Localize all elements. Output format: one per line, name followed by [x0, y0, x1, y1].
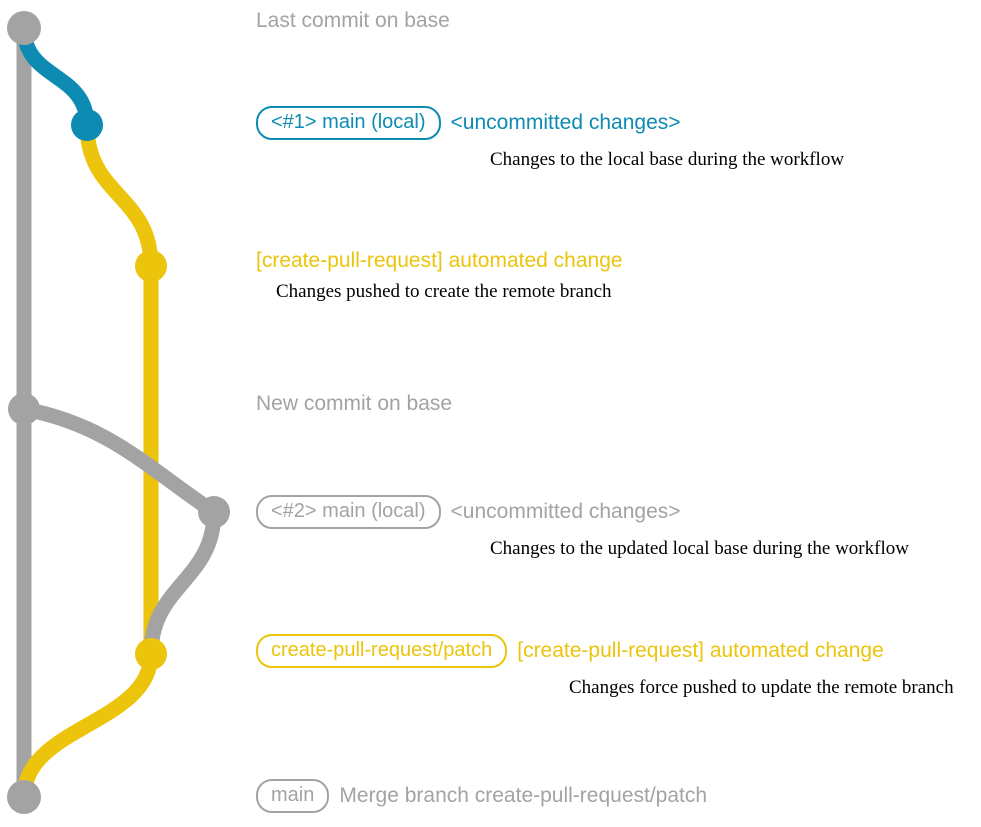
- ref-badge-main-local-2[interactable]: <#2> main (local): [256, 495, 441, 529]
- commit-row-automated-2: create-pull-request/patch [create-pull-r…: [256, 634, 954, 699]
- commit-row-local-1: <#1> main (local) <uncommitted changes> …: [256, 106, 844, 171]
- commit-node-local-2[interactable]: [198, 496, 230, 528]
- commit-header: <#1> main (local) <uncommitted changes>: [256, 106, 844, 140]
- ref-badge-create-pull-request-patch[interactable]: create-pull-request/patch: [256, 634, 508, 668]
- commit-row-merge: main Merge branch create-pull-request/pa…: [256, 779, 707, 813]
- commit-subject: <uncommitted changes>: [450, 110, 681, 134]
- edge-patch2-to-merge: [16, 646, 159, 805]
- commit-header: main Merge branch create-pull-request/pa…: [256, 779, 707, 813]
- commit-subject: Merge branch create-pull-request/patch: [339, 783, 708, 807]
- commit-row-automated-1: [create-pull-request] automated change C…: [256, 249, 623, 303]
- commit-description: Changes force pushed to update the remot…: [569, 677, 954, 698]
- commit-subject: <uncommitted changes>: [450, 499, 681, 523]
- commit-node-merge[interactable]: [7, 780, 41, 814]
- git-commit-graph: [7, 11, 230, 814]
- commit-header: <#2> main (local) <uncommitted changes>: [256, 495, 909, 529]
- commit-subject: [create-pull-request] automated change: [256, 249, 623, 272]
- edge-local1-to-patch1: [79, 117, 159, 274]
- commit-description: Changes to the local base during the wor…: [490, 149, 845, 170]
- commit-node-last-base[interactable]: [7, 11, 41, 45]
- commit-header: [create-pull-request] automated change: [256, 249, 623, 272]
- commit-header: create-pull-request/patch [create-pull-r…: [256, 634, 954, 668]
- commit-subject: New commit on base: [256, 392, 453, 415]
- commit-node-automated-1[interactable]: [135, 250, 167, 282]
- commit-description: Changes to the updated local base during…: [490, 538, 909, 559]
- commit-header: New commit on base: [256, 392, 453, 415]
- ref-badge-main[interactable]: main: [256, 779, 330, 813]
- commit-subject: Last commit on base: [256, 9, 450, 32]
- commit-node-new-base[interactable]: [8, 393, 40, 425]
- commit-row-last-base: Last commit on base: [256, 9, 450, 32]
- commit-row-local-2: <#2> main (local) <uncommitted changes> …: [256, 495, 909, 560]
- ref-badge-main-local-1[interactable]: <#1> main (local): [256, 106, 441, 140]
- edge-local2-to-patch2: [143, 504, 222, 662]
- edge-newbase-to-local2: [16, 401, 222, 520]
- commit-header: Last commit on base: [256, 9, 450, 32]
- commit-node-automated-2[interactable]: [135, 638, 167, 670]
- commit-subject: [create-pull-request] automated change: [517, 638, 884, 662]
- commit-node-local-1[interactable]: [71, 109, 103, 141]
- commit-row-new-base: New commit on base: [256, 392, 453, 415]
- commit-description: Changes pushed to create the remote bran…: [276, 281, 612, 303]
